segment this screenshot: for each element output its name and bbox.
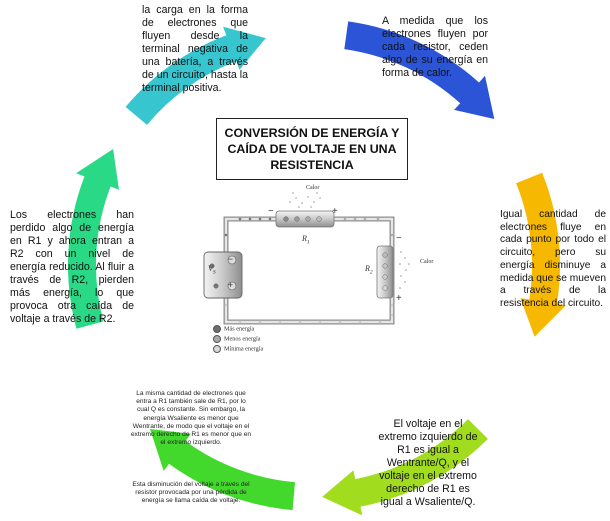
heat-dots-r2 (399, 251, 410, 289)
heat-label-r2: Calor (420, 259, 434, 265)
legend-label-2: Menos energía (224, 335, 261, 343)
bottom-right-text: El voltaje en el extremo izquierdo de R1… (378, 418, 478, 508)
legend-item-3: Mínima energía (213, 345, 263, 353)
right-text: Igual cantidad de electrones fluye en ca… (500, 209, 606, 309)
heat-dots-r1 (289, 192, 321, 208)
bottom-left-text-2: Esta disminución del voltaje a través de… (132, 481, 250, 505)
title-box: CONVERSIÓN DE ENERGÍA Y CAÍDA DE VOLTAJE… (216, 118, 408, 180)
battery-terminal-positive (227, 281, 237, 291)
electron-dots (224, 217, 394, 324)
legend-item-1: Más energía (213, 325, 254, 333)
battery-electrons (209, 263, 219, 289)
vs-letter: V (208, 264, 213, 273)
legend-item-2: Menos energía (213, 335, 260, 343)
arrow-left (68, 149, 119, 329)
legend-swatch-3 (213, 345, 221, 353)
top-text: la carga en la forma de electrones que f… (142, 4, 248, 94)
battery-terminal-negative (227, 255, 237, 265)
resistor-r1 (275, 210, 335, 228)
r1-minus-sign: − (268, 206, 274, 217)
arrow-right (516, 172, 566, 337)
top-right-text: A medida que los electrones fluyen por c… (382, 15, 488, 79)
r1-letter: R (302, 234, 307, 243)
r2-plus-sign: + (396, 293, 402, 304)
legend-label-3: Mínima energía (224, 345, 264, 353)
vs-label: VS (208, 264, 216, 276)
arrow-top-left (125, 26, 266, 125)
battery-minus-sign: − (228, 254, 234, 264)
arrow-bottom (150, 429, 295, 511)
diagram-title: CONVERSIÓN DE ENERGÍA Y CAÍDA DE VOLTAJE… (224, 126, 400, 172)
r1-subscript: 1 (306, 239, 310, 246)
legend-label-1: Más energía (224, 325, 255, 333)
r2-letter: R (365, 264, 370, 273)
legend-swatch-2 (213, 335, 221, 343)
legend-swatch-1 (213, 325, 221, 333)
left-text: Los electrones han perdido algo de energ… (10, 209, 134, 325)
vs-subscript: S (212, 269, 216, 276)
r2-electrons (382, 252, 388, 291)
r2-minus-sign: − (396, 233, 402, 244)
bottom-left-text-1: La misma cantidad de electrones que entr… (130, 390, 252, 447)
heat-label-r1: Calor (306, 185, 320, 191)
r1-electrons (283, 216, 322, 222)
arrow-bottom-right (322, 419, 488, 516)
r1-label: R1 (302, 234, 310, 246)
r2-subscript: 2 (369, 269, 373, 276)
arrow-top (344, 21, 495, 119)
battery-plus-sign: + (228, 280, 234, 290)
r1-plus-sign: + (332, 206, 338, 217)
circuit-illustration (203, 192, 410, 325)
r2-label: R2 (365, 264, 373, 276)
resistor-r2 (376, 245, 394, 299)
